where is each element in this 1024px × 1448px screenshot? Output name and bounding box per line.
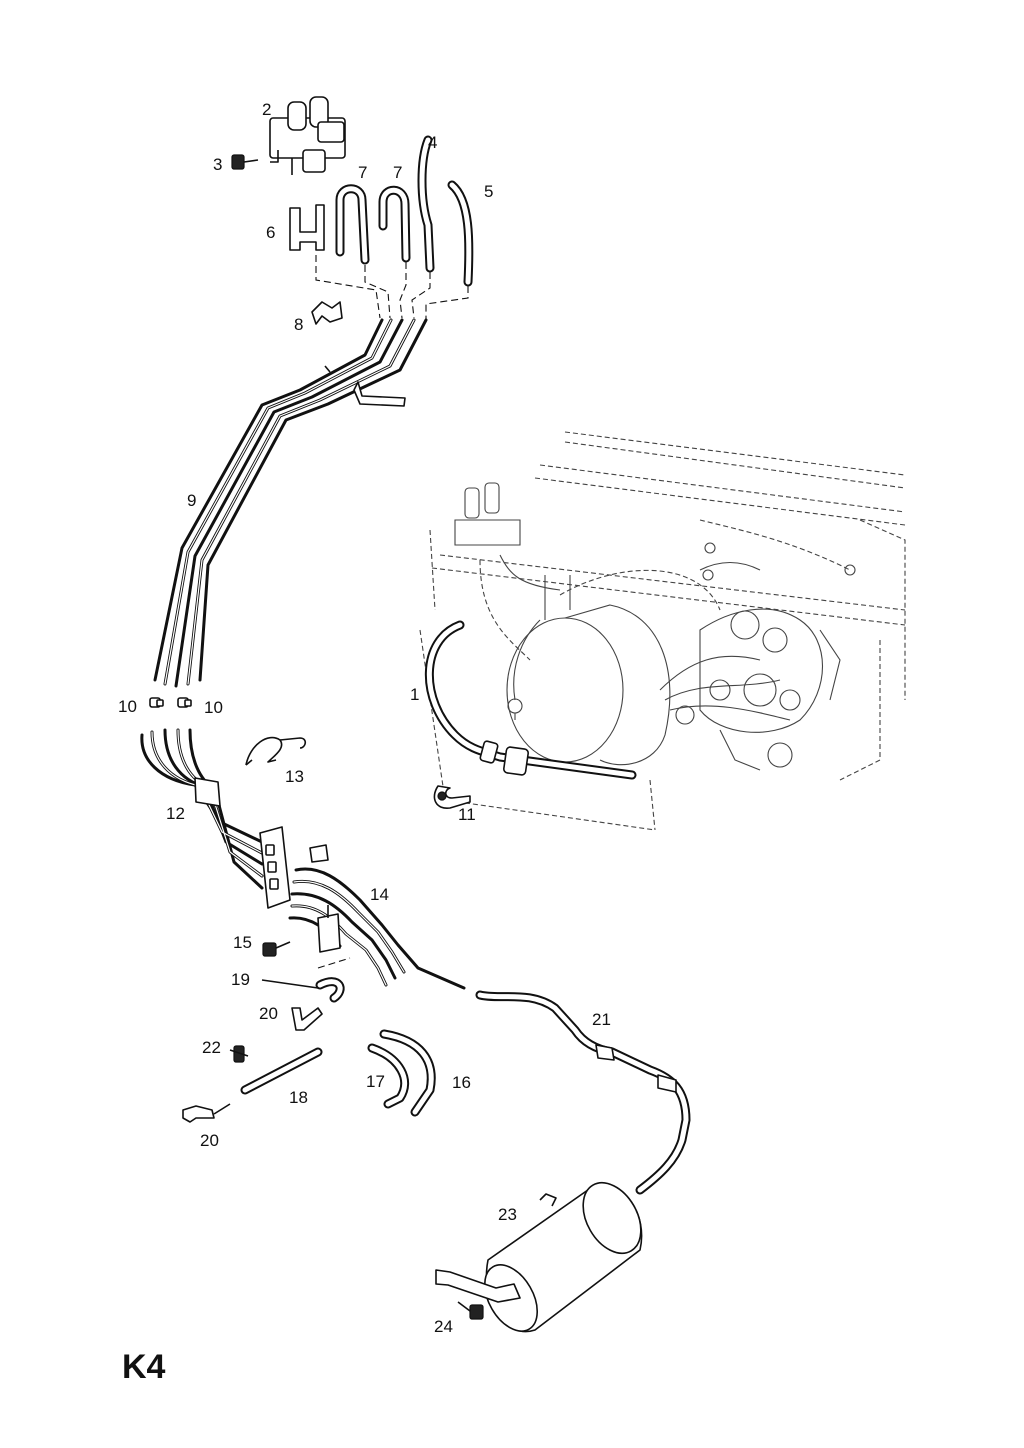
part-3-screw <box>231 154 259 170</box>
callout-14: 14 <box>370 885 389 904</box>
callout-4: 4 <box>428 133 437 152</box>
callout-16: 16 <box>452 1073 471 1092</box>
callout-2: 2 <box>262 100 271 119</box>
callout-8: 8 <box>294 315 303 334</box>
callout-15: 15 <box>233 933 252 952</box>
callout-13: 13 <box>285 767 304 786</box>
callout-19: 19 <box>231 970 250 989</box>
callout-11: 11 <box>458 805 476 824</box>
part-17-bent-hose <box>367 1043 410 1109</box>
part-22-clip <box>229 1045 249 1063</box>
callout-22: 22 <box>202 1038 221 1057</box>
callout-17: 17 <box>366 1072 385 1091</box>
part-1-hose <box>424 620 637 780</box>
part-12-pipe-harness <box>140 728 291 909</box>
sheet-label: K4 <box>122 1348 166 1386</box>
part-7-u-hose-right <box>378 185 411 263</box>
part-19-elbow-hose <box>261 957 351 1003</box>
callout-labels: 1 2 3 4 5 6 7 7 8 9 10 10 11 12 13 14 15… <box>118 100 611 1336</box>
callout-23: 23 <box>498 1205 517 1224</box>
callout-10-right: 10 <box>204 698 223 717</box>
callout-12: 12 <box>166 804 185 823</box>
part-8-clip <box>311 301 343 325</box>
callout-7-right: 7 <box>393 163 402 182</box>
callout-18: 18 <box>289 1088 308 1107</box>
callout-1: 1 <box>410 685 419 704</box>
callout-21: 21 <box>592 1010 611 1029</box>
callout-7-left: 7 <box>358 163 367 182</box>
callout-6: 6 <box>266 223 275 242</box>
callout-24: 24 <box>434 1317 453 1336</box>
part-20-elbow-connector-lower <box>182 1103 231 1123</box>
part-18-straight-hose <box>240 1047 323 1095</box>
callout-5: 5 <box>484 182 493 201</box>
part-13-hose-clamp <box>245 736 307 766</box>
part-2-solenoid-valve <box>269 96 346 175</box>
part-9-pipe-bundle <box>153 318 428 688</box>
engine-bay-context <box>419 431 906 831</box>
part-4-hose <box>417 135 435 273</box>
callout-20-upper: 20 <box>259 1004 278 1023</box>
part-15-bolt <box>262 941 291 957</box>
part-16-bent-hose <box>379 1029 436 1117</box>
part-10-cap-left <box>149 697 164 708</box>
part-10-cap-right <box>177 697 192 708</box>
part-21-long-hose <box>475 990 691 1195</box>
part-7-u-hose-left <box>335 184 370 265</box>
part-6-t-connector <box>289 204 325 251</box>
part-23-canister <box>435 1181 643 1333</box>
part-5-hose <box>447 180 474 287</box>
callout-20-lower: 20 <box>200 1131 219 1150</box>
part-11-clamp <box>433 785 471 809</box>
callout-9: 9 <box>187 491 196 510</box>
part-14-pipe-set <box>288 844 466 990</box>
callout-10-left: 10 <box>118 697 137 716</box>
part-20-elbow-connector-upper <box>291 1007 323 1031</box>
part-24-bolt <box>457 1301 484 1320</box>
assembly-leader-lines <box>315 255 469 320</box>
callout-3: 3 <box>213 155 222 174</box>
